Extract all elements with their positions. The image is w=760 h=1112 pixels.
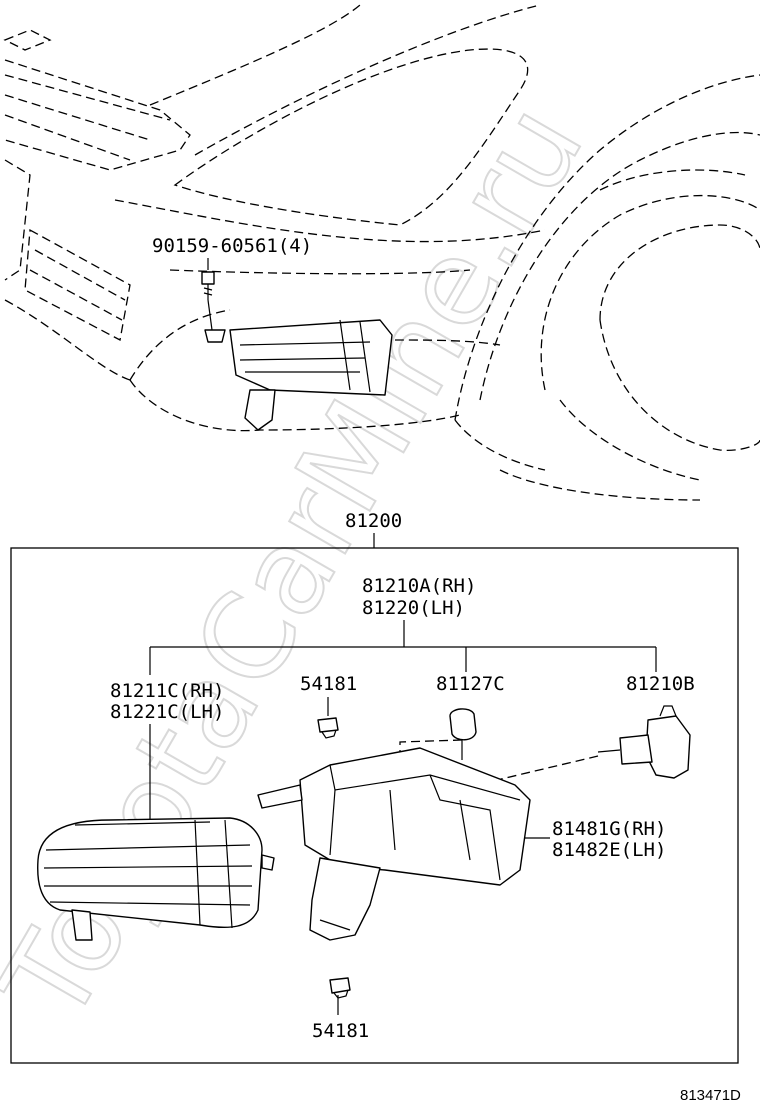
bracket-lh-label: 81482E(LH) xyxy=(552,839,666,861)
nut-bottom-part xyxy=(329,977,351,999)
lamp-unit-lh-label: 81220(LH) xyxy=(362,597,465,619)
nut-top-label: 54181 xyxy=(300,673,357,695)
figure-code: 813471D xyxy=(680,1087,741,1104)
nut-bottom-label: 54181 xyxy=(312,1020,369,1042)
lamp-unit-rh-label: 81210A(RH) xyxy=(362,575,476,597)
nut-top-part xyxy=(317,717,339,739)
assembly-part-label: 81200 xyxy=(345,510,402,532)
vehicle-bumper-sketch xyxy=(3,4,760,501)
lens-lh-label: 81221C(LH) xyxy=(110,701,224,723)
assembly-box xyxy=(10,547,739,1064)
fog-lamp-lens xyxy=(37,817,275,941)
bulb-part xyxy=(454,705,691,791)
bracket-rh-label: 81481G(RH) xyxy=(552,818,666,840)
lens-rh-label: 81211C(RH) xyxy=(110,680,224,702)
bulb-label: 81210B xyxy=(626,673,695,695)
lamp-housing-bracket xyxy=(257,747,531,941)
lamp-unit-bracket-lines xyxy=(149,620,657,675)
socket-label: 81127C xyxy=(436,673,505,695)
bolt-part-label: 90159-60561(4) xyxy=(152,235,312,257)
